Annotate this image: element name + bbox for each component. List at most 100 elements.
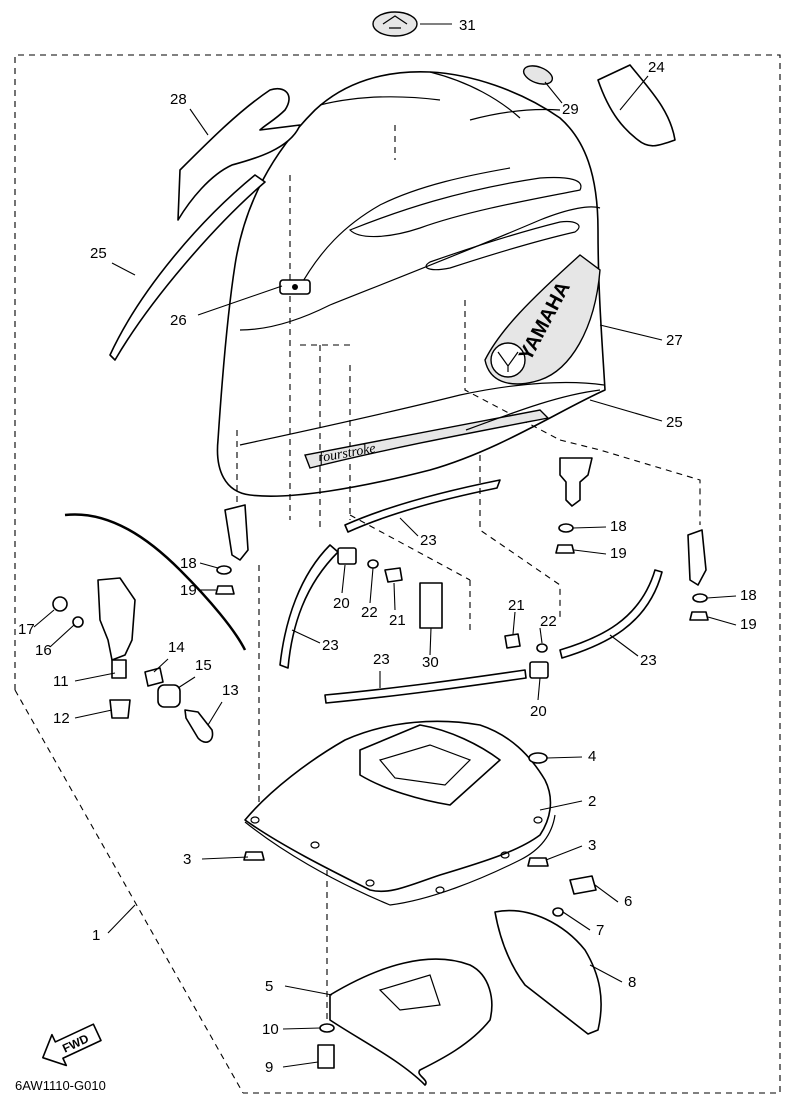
callout-11: 11: [53, 673, 69, 690]
leader-line-27: [599, 324, 663, 341]
diagram-code: 6AW1110-G010: [15, 1078, 106, 1093]
leader-line-23: [291, 629, 321, 644]
leader-line-25: [589, 399, 663, 422]
lower-cover: [329, 958, 493, 1086]
leader-line-18: [706, 595, 737, 599]
leader-line-16: [49, 624, 75, 648]
leader-line-14: [153, 658, 169, 673]
leader-line-23: [399, 517, 419, 537]
callout-10: 10: [262, 1021, 279, 1038]
leader-line-3: [201, 856, 249, 860]
callout-6: 6: [624, 893, 632, 910]
leader-line-12: [74, 709, 113, 719]
callout-18: 18: [610, 518, 627, 535]
callout-21: 21: [389, 612, 406, 629]
callout-27: 27: [666, 332, 683, 349]
leader-line-30: [429, 627, 432, 656]
seal-upper: [344, 479, 501, 533]
callout-23: 23: [640, 652, 657, 669]
callout-20: 20: [530, 703, 547, 720]
callout-31: 31: [459, 17, 476, 34]
cowling-latch: [279, 279, 311, 295]
callout-22: 22: [540, 613, 557, 630]
yamaha-decal: YAMAHA: [484, 254, 601, 385]
bolt-9: [317, 1044, 335, 1069]
callout-19: 19: [740, 616, 757, 633]
callout-28: 28: [170, 91, 187, 108]
callout-23: 23: [373, 651, 390, 668]
leader-line-23: [609, 634, 639, 657]
side-decal-upper: [177, 88, 301, 221]
leader-line-28: [189, 108, 209, 136]
leader-line-7: [562, 911, 591, 931]
callout-9: 9: [265, 1059, 273, 1076]
callout-2: 2: [588, 793, 596, 810]
leader-line-6: [594, 884, 619, 903]
callout-16: 16: [35, 642, 52, 659]
caution-label: [419, 582, 443, 629]
callout-18: 18: [180, 555, 197, 572]
leader-line-25: [111, 262, 136, 276]
callout-8: 8: [628, 974, 636, 991]
callout-3: 3: [588, 837, 596, 854]
callout-17: 17: [18, 621, 35, 638]
callout-20: 20: [333, 595, 350, 612]
top-emblem: [372, 11, 418, 37]
rear-decal: [597, 64, 676, 147]
callout-1: 1: [92, 927, 100, 944]
callout-23: 23: [420, 532, 437, 549]
washer-7: [552, 907, 564, 917]
callout-15: 15: [195, 657, 212, 674]
clamp-left: [337, 547, 357, 565]
leader-line-11: [74, 672, 116, 682]
callout-12: 12: [53, 710, 70, 727]
leader-line-15: [177, 676, 196, 689]
lower-panel: [494, 909, 602, 1035]
seal-left: [279, 544, 339, 669]
latch-hook-right: [555, 457, 593, 554]
callouts: 1233456789101112131415161718181819191920…: [18, 17, 757, 1076]
leader-line-24: [619, 75, 649, 111]
washer-10: [319, 1023, 335, 1033]
leader-line-29: [544, 81, 563, 104]
latch-hook-rear: [687, 529, 709, 621]
callout-30: 30: [422, 654, 439, 671]
callout-26: 26: [170, 312, 187, 329]
leader-line-9: [282, 1061, 319, 1068]
callout-21: 21: [508, 597, 525, 614]
leader-line-20: [341, 564, 346, 594]
detail-group-outline: [64, 513, 247, 651]
washer-4: [528, 752, 548, 764]
bolt-6: [569, 875, 597, 895]
grommet-right: [527, 857, 549, 867]
screw-left: [384, 567, 403, 583]
leader-line-20: [537, 677, 541, 701]
leader-line-1: [107, 904, 136, 934]
leader-line-26: [197, 285, 283, 316]
callout-19: 19: [180, 582, 197, 599]
leader-line-21: [393, 582, 396, 611]
callout-14: 14: [168, 639, 185, 656]
callout-22: 22: [361, 604, 378, 621]
leader-line-3: [545, 845, 583, 861]
callout-18: 18: [740, 587, 757, 604]
lock-bracket-detail: [52, 577, 214, 743]
assembly-border: [14, 54, 781, 1094]
leader-line-10: [282, 1027, 321, 1030]
screw-right: [504, 633, 521, 649]
leader-line-13: [207, 701, 223, 726]
callout-25: 25: [666, 414, 683, 431]
bottom-cowling: [244, 720, 556, 906]
leader-line-5: [284, 985, 333, 996]
latch-hook-left: [215, 504, 249, 595]
callout-24: 24: [648, 59, 665, 76]
callout-29: 29: [562, 101, 579, 118]
callout-7: 7: [596, 922, 604, 939]
small-decal: [522, 65, 554, 85]
callout-4: 4: [588, 748, 596, 765]
callout-13: 13: [222, 682, 239, 699]
washer-right: [536, 643, 548, 653]
callout-25: 25: [90, 245, 107, 262]
trim-strip-left: [109, 174, 266, 361]
